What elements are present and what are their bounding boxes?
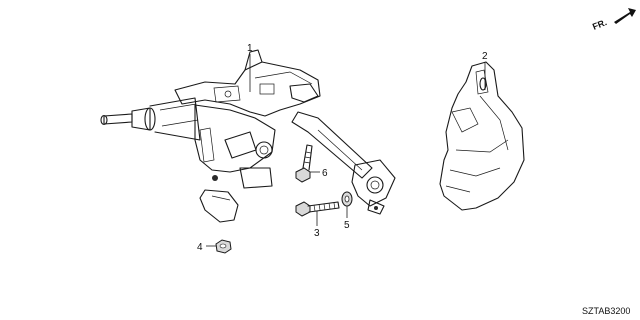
washer-5	[341, 191, 353, 207]
column-cover	[439, 61, 525, 211]
callout-6: 6	[322, 168, 328, 179]
bolt-3	[295, 201, 340, 217]
steering-column-assembly	[100, 49, 396, 223]
front-direction-indicator: FR.	[591, 8, 636, 32]
callout-4: 4	[197, 242, 203, 253]
nut-4	[215, 239, 232, 254]
callout-5: 5	[344, 220, 350, 231]
direction-label: FR.	[591, 17, 608, 32]
diagram-code: SZTAB3200	[582, 306, 630, 316]
bolt-6	[295, 144, 313, 183]
callout-1: 1	[247, 43, 253, 54]
arrow-icon	[614, 8, 636, 24]
callout-2: 2	[482, 51, 488, 62]
callout-3: 3	[314, 228, 320, 239]
